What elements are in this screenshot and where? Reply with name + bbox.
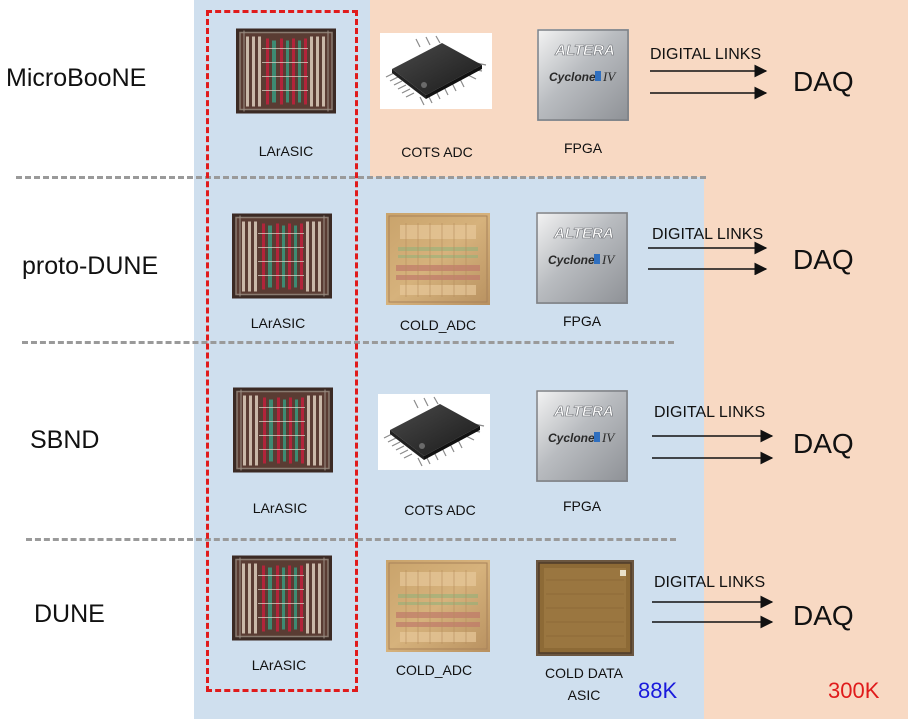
row-label-sbnd: SBND <box>30 426 100 454</box>
temperature-label-warm: 300K <box>828 678 880 703</box>
larasic-label: LArASIC <box>250 315 306 331</box>
cold-adc-die-icon <box>386 560 490 652</box>
daq-label: DAQ <box>793 244 854 275</box>
daq-label: DAQ <box>793 428 854 459</box>
fpga-chip-icon <box>537 29 629 121</box>
cold-data-asic-label-line1: COLD DATA <box>544 665 624 681</box>
arrow-right-icon <box>648 241 768 275</box>
row-label-microboone: MicroBooNE <box>6 64 147 92</box>
digital-links-label: DIGITAL LINKS <box>654 404 766 421</box>
larasic-chip-icon <box>232 554 332 642</box>
digital-links-label: DIGITAL LINKS <box>650 46 762 63</box>
arrow-right-icon <box>652 595 774 629</box>
temperature-label-cold: 88K <box>638 678 678 703</box>
larasic-chip-icon <box>236 24 336 118</box>
warm-region-300k <box>704 177 908 719</box>
larasic-label: LArASIC <box>252 500 308 516</box>
digital-links-label: DIGITAL LINKS <box>654 574 766 591</box>
cold-data-asic-label-line2: ASIC <box>567 687 601 703</box>
daq-label: DAQ <box>793 66 854 97</box>
row-label-dune: DUNE <box>34 600 105 628</box>
arrow-right-icon <box>652 429 774 465</box>
digital-links-label: DIGITAL LINKS <box>652 226 764 243</box>
row-label-proto-dune: proto-DUNE <box>22 252 159 280</box>
fpga-label: FPGA <box>562 313 602 329</box>
cots-adc-package-icon <box>378 394 490 470</box>
larasic-chip-icon <box>233 386 333 474</box>
fpga-chip-icon <box>536 390 628 482</box>
row-separator <box>16 176 706 179</box>
row-separator <box>22 341 674 344</box>
adc-label: COTS ADC <box>401 144 473 160</box>
larasic-label: LArASIC <box>251 657 307 673</box>
adc-label: COTS ADC <box>404 502 476 518</box>
cold-adc-die-icon <box>386 213 490 305</box>
fpga-label: FPGA <box>562 498 602 514</box>
fpga-chip-icon <box>536 212 628 304</box>
row-separator <box>26 538 676 541</box>
larasic-highlight-box <box>206 10 358 692</box>
fpga-label: FPGA <box>563 140 603 156</box>
cots-adc-package-icon <box>380 33 492 109</box>
larasic-label: LArASIC <box>258 143 314 159</box>
arrow-right-icon <box>650 64 768 100</box>
cold-data-asic-die-icon <box>536 560 634 656</box>
adc-label: COLD_ADC <box>399 317 477 333</box>
adc-label: COLD_ADC <box>395 662 473 678</box>
larasic-chip-icon <box>232 212 332 300</box>
daq-label: DAQ <box>793 600 854 631</box>
